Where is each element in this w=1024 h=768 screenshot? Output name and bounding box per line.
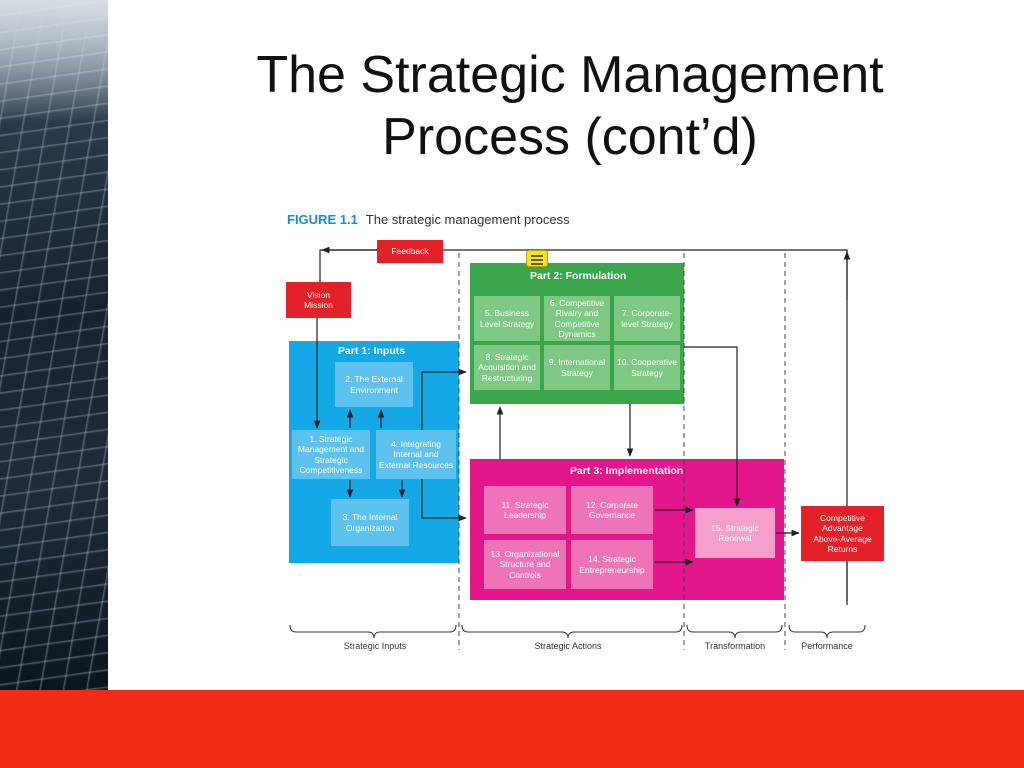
- box-strategic-renewal: 15. Strategic Renewal: [695, 508, 775, 558]
- box-structure-controls: 13. Organizational Structure and Control…: [484, 540, 566, 589]
- brace-performance: [789, 625, 865, 638]
- vision-mission-box: Vision Mission: [286, 282, 351, 318]
- mission-label: Mission: [304, 300, 333, 311]
- outcome-line-2: Advantage: [822, 523, 863, 534]
- phase-label-strategic-actions: Strategic Actions: [512, 641, 624, 651]
- phase-label-strategic-inputs: Strategic Inputs: [320, 641, 430, 651]
- outcome-line-4: Returns: [828, 544, 858, 555]
- box-strategic-leadership: 11. Strategic Leadership: [484, 486, 566, 534]
- box-acquisition-restructuring: 8. Strategic Acquisition and Restructuri…: [474, 345, 540, 390]
- box-strategic-management: 1. Strategic Management and Strategic Co…: [292, 430, 370, 479]
- brace-strategic-actions: [462, 625, 682, 638]
- box-competitive-rivalry: 6. Competitive Rivalry and Competitive D…: [544, 296, 610, 341]
- part1-title: Part 1: Inputs: [338, 345, 405, 357]
- outcome-line-3: Above-Average: [813, 534, 871, 545]
- box-international-strategy: 9. International Strategy: [544, 345, 610, 390]
- box-external-environment: 2. The External Environment: [335, 362, 413, 407]
- note-icon[interactable]: [526, 250, 548, 267]
- box-strategic-entrepreneurship: 14. Strategic Entrepreneurship: [571, 540, 653, 589]
- box-internal-organization: 3. The Internal Organization: [331, 499, 409, 546]
- box-integrating-resources: 4. Integrating Internal and External Res…: [376, 430, 456, 479]
- box-corporate-governance: 12. Corporate Governance: [571, 486, 653, 534]
- box-corporate-level-strategy: 7. Corporate-level Strategy: [614, 296, 680, 341]
- phase-label-transformation: Transformation: [690, 641, 780, 651]
- phase-label-performance: Performance: [787, 641, 867, 651]
- brace-transformation: [687, 625, 782, 638]
- box-business-level-strategy: 5. Business Level Strategy: [474, 296, 540, 341]
- part2-title: Part 2: Formulation: [530, 270, 626, 282]
- feedback-box: Feedback: [377, 240, 443, 263]
- outcome-line-1: Competitive: [820, 513, 865, 524]
- vision-label: Vision: [307, 290, 330, 301]
- feedback-label: Feedback: [391, 246, 428, 257]
- outcome-box: Competitive Advantage Above-Average Retu…: [801, 506, 884, 561]
- part3-title: Part 3: Implementation: [570, 465, 683, 477]
- brace-strategic-inputs: [290, 625, 456, 638]
- box-cooperative-strategy: 10. Cooperative Strategy: [614, 345, 680, 390]
